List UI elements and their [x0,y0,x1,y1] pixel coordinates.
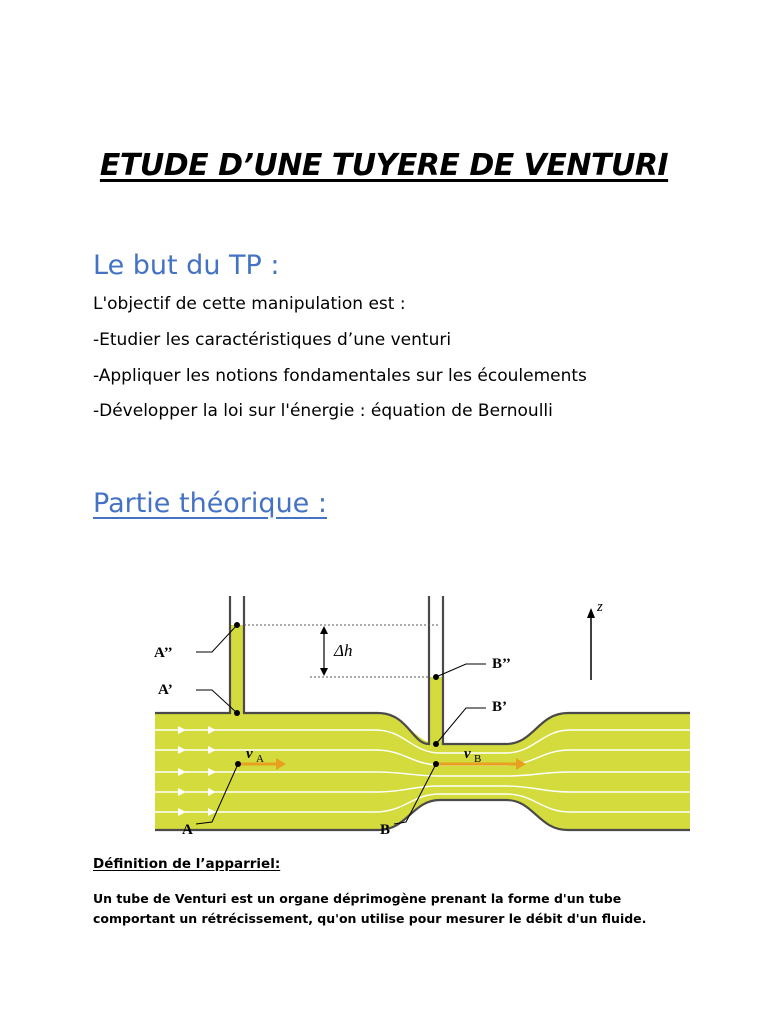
label-b-prime: B’ [492,699,507,715]
label-a-double: A’’ [154,645,173,661]
va-label: v [246,746,253,762]
definition-text: Un tube de Venturi est un organe déprimo… [93,891,647,926]
page-title: ETUDE D’UNE TUYERE DE VENTURI [99,148,669,183]
goal-line-1: -Etudier les caractéristiques d’une vent… [93,330,452,350]
streamline-arrows [178,726,216,816]
vb-label: v [464,746,471,762]
venturi-bottom-wall [155,798,690,832]
definition-heading: Définition de l’apparriel: [93,856,281,872]
theory-heading: Partie théorique : [93,488,327,519]
tube-b-fluid [429,677,443,747]
delta-h-label: Δh [333,641,352,660]
label-a-prime: A’ [158,682,173,698]
streamlines [155,729,690,813]
venturi-top-wall [155,596,690,746]
venturi-fluid [155,713,690,830]
label-b: B [380,822,390,838]
goal-line-3: -Développer la loi sur l'énergie : équat… [93,401,553,421]
label-a: A [182,822,193,838]
vb-sub: B [474,753,481,765]
tube-a-fluid [230,625,244,715]
z-label: z [596,599,603,615]
venturi-diagram: Δh z v A v B A’’ A’ A B’’ B’ B [154,596,690,838]
goal-line-intro: L'objectif de cette manipulation est : [93,294,406,314]
label-b-double: B’’ [492,656,511,672]
va-sub: A [256,753,264,765]
goal-line-2: -Appliquer les notions fondamentales sur… [93,366,587,386]
goal-heading: Le but du TP : [93,250,280,281]
